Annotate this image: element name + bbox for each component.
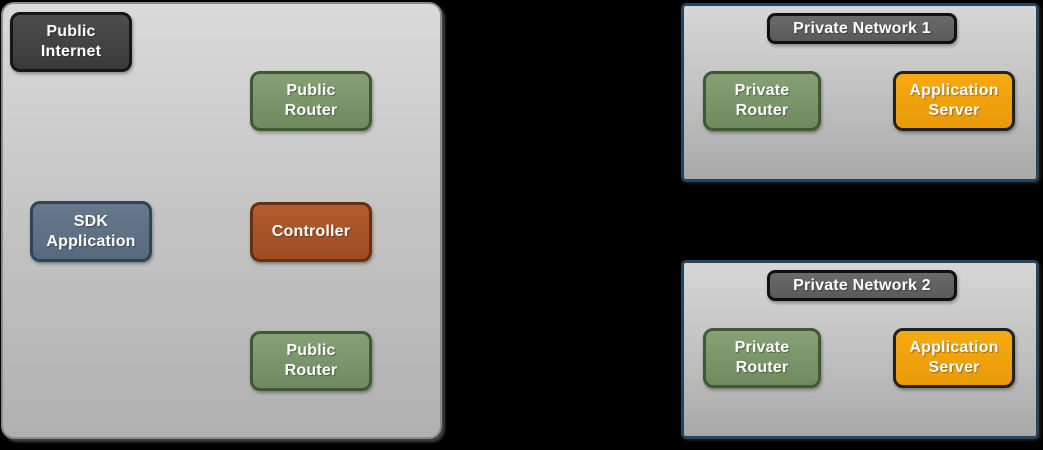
node-private-router-1: Private Router: [703, 71, 821, 131]
private-network-1-title: Private Network 1: [767, 13, 957, 44]
node-private-router-2: Private Router: [703, 328, 821, 388]
node-controller: Controller: [250, 202, 372, 262]
private-network-1-zone: Private Network 1 Private Router Applica…: [681, 3, 1039, 182]
node-public-router-top: Public Router: [250, 71, 372, 131]
private-network-2-zone: Private Network 2 Private Router Applica…: [681, 260, 1039, 439]
public-internet-zone: Public Internet Public Router SDK Applic…: [1, 2, 442, 439]
node-application-server-1: Application Server: [893, 71, 1015, 131]
node-public-internet: Public Internet: [10, 12, 132, 72]
node-sdk-application: SDK Application: [30, 201, 152, 262]
node-application-server-2: Application Server: [893, 328, 1015, 388]
private-network-2-title: Private Network 2: [767, 270, 957, 301]
node-public-router-bottom: Public Router: [250, 331, 372, 391]
